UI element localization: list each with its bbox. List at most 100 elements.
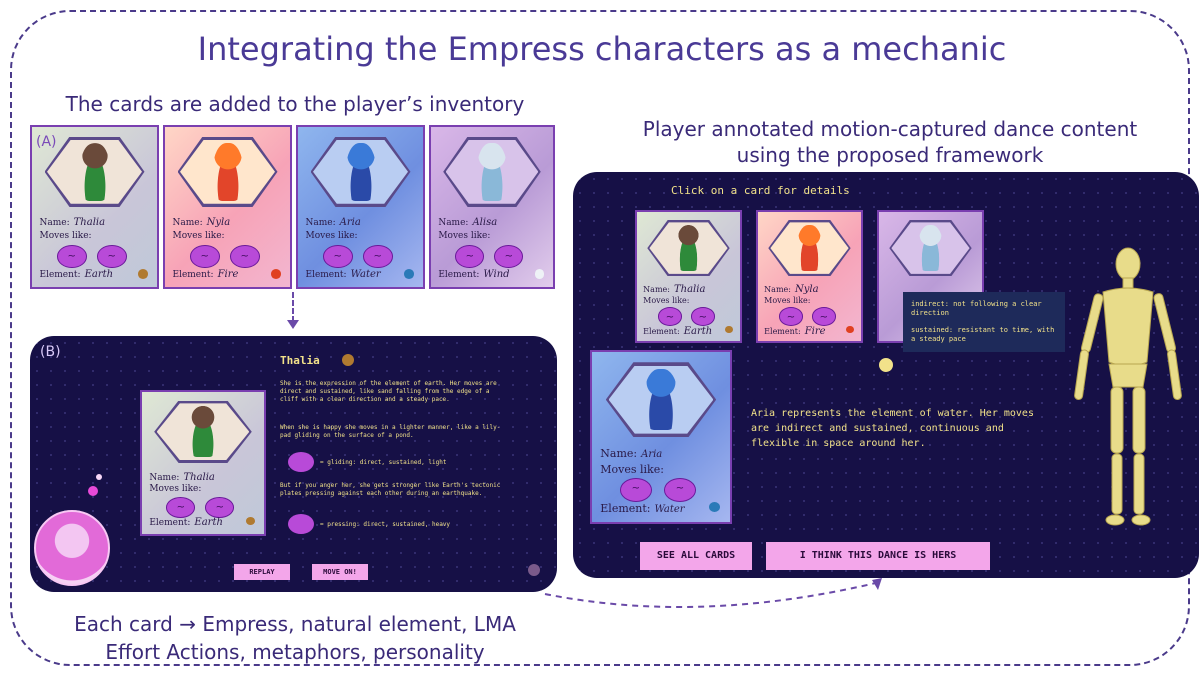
name-label: Name: (149, 472, 180, 483)
detail-paragraph-3: But if you anger her, she gets stronger … (280, 482, 501, 497)
arrow-head-down-icon (287, 320, 299, 329)
move-icon (57, 245, 87, 269)
name-label: Name: (39, 217, 70, 228)
card-name: Aria (641, 449, 663, 461)
move-icon (205, 497, 235, 518)
element-label: Element: (149, 517, 191, 528)
card-detail-panel: (B) Thalia Name:Thalia Moves like: Eleme… (30, 336, 557, 592)
label-a: (A) (36, 134, 57, 150)
choose-dance-button[interactable]: I THINK THIS DANCE IS HERS (766, 542, 990, 570)
card-element: Fire (804, 325, 826, 337)
water-icon (709, 501, 721, 512)
detail-card-thalia: Name:Thalia Moves like: Element:Earth (140, 390, 266, 536)
game-card-thalia[interactable]: Name:Thalia Moves like: Element:Earth (635, 210, 742, 343)
card-name: Thalia (673, 284, 706, 296)
move-icon (363, 245, 393, 269)
moves-label: Moves like: (149, 484, 202, 495)
mannequin-figure (1074, 247, 1182, 526)
bottom-caption-line1: Each card → Empress, natural element, LM… (74, 612, 516, 636)
label-b: (B) (40, 344, 61, 360)
detail-heading: Thalia (280, 354, 320, 367)
move-icon (494, 245, 524, 269)
avatar (34, 510, 110, 586)
tooltip-line-2: sustained: resistant to time, with a ste… (911, 326, 1055, 343)
card-element: Earth (84, 269, 114, 281)
planet-icon (528, 564, 540, 576)
see-all-cards-button[interactable]: SEE ALL CARDS (640, 542, 752, 570)
moves-label: Moves like: (764, 295, 811, 305)
earth-icon (138, 269, 149, 279)
detail-paragraph-2: When she is happy she moves in a lighter… (280, 424, 501, 439)
name-label: Name: (600, 447, 638, 461)
pressing-move-icon (288, 514, 314, 534)
move-icon (97, 245, 127, 269)
move-icon (657, 307, 683, 327)
card-name: Thalia (183, 471, 215, 483)
element-label: Element: (438, 270, 480, 281)
element-label: Element: (600, 501, 651, 515)
cursor-icon (879, 358, 893, 372)
card-name: Nyla (794, 284, 819, 296)
annotation-caption-line2: using the proposed framework (736, 143, 1044, 167)
card-name: Alisa (472, 216, 498, 228)
moves-label: Moves like: (438, 231, 491, 241)
empress-portrait (345, 143, 376, 201)
empress-portrait (918, 224, 943, 272)
wind-icon (534, 269, 545, 279)
move-icon (230, 245, 260, 269)
empress-portrait (676, 224, 701, 272)
inventory-caption: The cards are added to the player’s inve… (65, 92, 525, 116)
bottom-caption-line2: Effort Actions, metaphors, personality (105, 640, 485, 664)
card-alisa[interactable]: Name:Alisa Moves like: Element:Wind (429, 125, 555, 289)
element-label: Element: (172, 270, 214, 281)
moves-label: Moves like: (305, 231, 358, 241)
water-icon (404, 269, 415, 279)
move-icon (455, 245, 485, 269)
empress-portrait (644, 369, 678, 431)
empress-portrait (79, 143, 110, 201)
selected-card-aria: Name:Aria Moves like: Element:Water (590, 350, 732, 524)
connector-arrow-down (292, 292, 294, 322)
name-label: Name: (643, 285, 670, 295)
tooltip-line-1: indirect: not following a clear directio… (911, 300, 1042, 317)
annotation-game-panel: Click on a card for details Name:Thalia … (573, 172, 1199, 578)
card-thalia[interactable]: Name:Thalia Moves like: Element:Earth (30, 125, 159, 289)
move-icon (323, 245, 353, 269)
card-name: Aria (339, 216, 361, 228)
card-element: Water (350, 269, 381, 281)
move-icon (166, 497, 196, 518)
move-icon (690, 307, 716, 327)
move-icon (663, 477, 697, 502)
earth-icon (342, 354, 354, 366)
replay-button[interactable]: REPLAY (234, 564, 290, 580)
gliding-move-icon (288, 452, 314, 472)
moves-label: Moves like: (600, 462, 664, 476)
moves-label: Moves like: (39, 231, 92, 241)
moves-label: Moves like: (643, 295, 690, 305)
fire-icon (845, 325, 854, 334)
instruction-text: Click on a card for details (671, 184, 850, 197)
name-label: Name: (438, 217, 469, 228)
annotation-caption: Player annotated motion-captured dance c… (600, 116, 1180, 168)
card-name: Nyla (206, 216, 231, 228)
card-element: Earth (683, 325, 713, 337)
card-nyla[interactable]: Name:Nyla Moves like: Element:Fire (163, 125, 292, 289)
game-card-nyla[interactable]: Name:Nyla Moves like: Element:Fire (756, 210, 863, 343)
detail-paragraph-1: She is the expression of the element of … (280, 380, 497, 403)
fire-icon (271, 269, 282, 279)
move-icon (619, 477, 652, 502)
page-title: Integrating the Empress characters as a … (197, 30, 1007, 68)
move-icon (190, 245, 220, 269)
card-element: Earth (194, 516, 223, 528)
element-label: Element: (643, 326, 680, 336)
empress-portrait (477, 143, 507, 201)
empress-portrait (212, 143, 243, 201)
move-icon (811, 307, 837, 327)
element-label: Element: (764, 326, 801, 336)
card-element: Wind (483, 269, 510, 281)
move-on-button[interactable]: MOVE ON! (312, 564, 368, 580)
card-aria[interactable]: Name:Aria Moves like: Element:Water (296, 125, 425, 289)
move-description-2: = pressing: direct, sustained, heavy (320, 521, 451, 528)
card-name: Thalia (73, 216, 106, 228)
name-label: Name: (305, 217, 336, 228)
